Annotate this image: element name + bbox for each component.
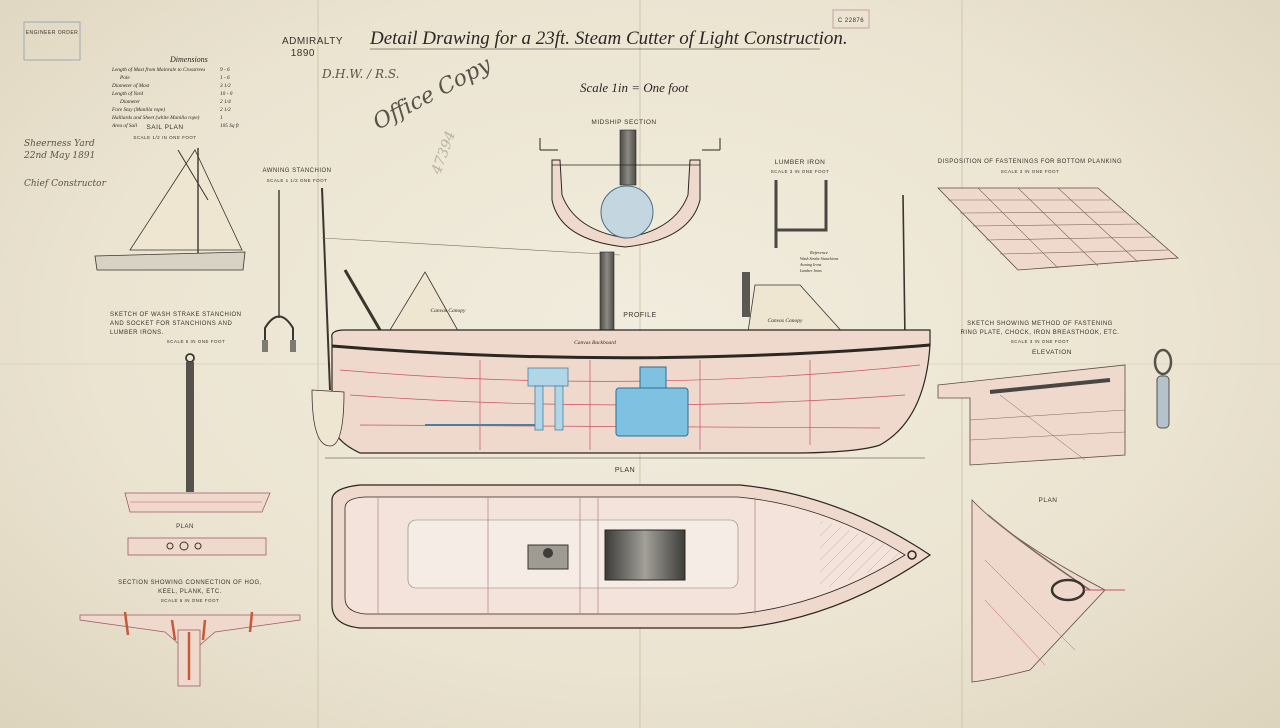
plan-view: PLAN [331,467,932,629]
dim-value: 2 1/4 [220,99,231,105]
svg-text:DISPOSITION OF FASTENINGS FOR: DISPOSITION OF FASTENINGS FOR BOTTOM PLA… [938,159,1122,165]
svg-text:ELEVATION: ELEVATION [1032,349,1072,356]
svg-text:SCALE 6 IN ONE FOOT: SCALE 6 IN ONE FOOT [167,339,226,344]
svg-text:SCALE 1/2 IN ONE FOOT: SCALE 1/2 IN ONE FOOT [133,135,196,140]
number-stamp: C 22876 [832,9,870,29]
svg-text:KEEL, PLANK, ETC.: KEEL, PLANK, ETC. [158,589,222,595]
lumber-iron: LUMBER IRON SCALE 3 IN ONE FOOT Referenc… [771,159,839,273]
dim-value: 10 - 0 [220,91,233,97]
svg-text:Awning Irons: Awning Irons [799,262,822,267]
svg-text:AND SOCKET FOR STANCHIONS AND: AND SOCKET FOR STANCHIONS AND [110,321,232,327]
svg-text:PLAN: PLAN [615,467,635,474]
signature-initials: D.H.W. / R.S. [321,67,399,81]
stamp-right-text: C 22876 [838,18,864,24]
svg-text:22nd May 1891: 22nd May 1891 [23,151,95,161]
main-scale: Scale 1in = One foot [580,80,689,95]
dim-label: Area of Sail [111,122,138,129]
fastenings-diagram: DISPOSITION OF FASTENINGS FOR BOTTOM PLA… [937,159,1179,271]
svg-text:PROFILE: PROFILE [623,312,656,319]
pencil-marginalia [1237,70,1250,74]
reference-note: Reference Wash Strake Stanchions Awning … [799,250,839,273]
dim-value: 1 [220,115,223,121]
midship-section: MIDSHIP SECTION [539,119,721,248]
dimensions-heading: Dimensions [169,55,208,64]
plan-right-breasthook: PLAN [971,497,1125,683]
svg-text:SKETCH SHOWING METHOD OF FASTE: SKETCH SHOWING METHOD OF FASTENING [967,321,1113,327]
svg-text:Lumber Irons: Lumber Irons [799,268,822,273]
svg-text:SCALE 1 1/2 ONE FOOT: SCALE 1 1/2 ONE FOOT [267,178,328,183]
svg-text:SCALE 3 IN ONE FOOT: SCALE 3 IN ONE FOOT [1001,169,1060,174]
svg-text:MIDSHIP SECTION: MIDSHIP SECTION [591,119,656,126]
dim-label: Fore Stay (Manilla rope) [111,106,165,113]
stamp-left-text: ENGINEER ORDER [26,30,79,36]
svg-text:Canvas Backboard: Canvas Backboard [574,340,616,346]
admiralty-label: ADMIRALTY [282,36,343,47]
svg-text:LUMBER IRONS.: LUMBER IRONS. [110,330,164,336]
dim-label: Length of Mast from Mainrale to Crosstre… [111,66,205,73]
svg-text:Canvas Canopy: Canvas Canopy [768,318,804,324]
dim-label: Diameter [119,99,141,105]
svg-text:PLAN: PLAN [176,524,194,530]
svg-text:Canvas Canopy: Canvas Canopy [431,308,467,314]
svg-text:SCALE 3 IN ONE FOOT: SCALE 3 IN ONE FOOT [1011,339,1070,344]
profile-view: PROFILE Canvas Canopy Canvas Canopy Canv… [311,187,931,459]
svg-text:Chief Constructor: Chief Constructor [24,179,107,189]
sail-plan: SAIL PLAN SCALE 1/2 IN ONE FOOT [94,124,246,271]
hog-section: SECTION SHOWING CONNECTION OF HOG, KEEL,… [79,580,301,687]
approval-note: Sheerness Yard 22nd May 1891 Chief Const… [23,139,107,189]
svg-text:Sheerness Yard: Sheerness Yard [24,139,95,149]
svg-text:SCALE 3 IN ONE FOOT: SCALE 3 IN ONE FOOT [771,169,830,174]
svg-text:PLAN: PLAN [1039,497,1058,504]
dim-label: Pole [119,75,130,81]
svg-text:SCALE 6 IN ONE FOOT: SCALE 6 IN ONE FOOT [161,598,220,603]
awning-stanchion: AWNING STANCHION SCALE 1 1/2 ONE FOOT [262,168,332,352]
dimensions-table: Dimensions Length of Mast from Mainrale … [111,55,239,129]
dim-value: 9 - 6 [220,67,230,73]
dim-value: 3 1/2 [220,83,231,89]
plan-small: PLAN [127,524,267,556]
dim-value: 105 Sq ft [220,122,239,129]
wash-strake-sketch: SKETCH OF WASH STRAKE STANCHION AND SOCK… [110,312,271,513]
office-copy-stamp: Office Copy [369,52,496,135]
svg-text:LUMBER IRON: LUMBER IRON [775,159,826,166]
svg-text:Wash Strake Stanchions: Wash Strake Stanchions [800,256,839,261]
registry-number: 47394 [428,129,459,177]
registry-stamp: ENGINEER ORDER [23,21,81,61]
svg-text:Reference: Reference [809,250,828,255]
dim-label: Diameter of Mast [111,82,150,89]
svg-text:SECTION SHOWING CONNECTION OF: SECTION SHOWING CONNECTION OF HOG, [118,580,262,586]
svg-text:RING PLATE, CHOCK, IRON BREAST: RING PLATE, CHOCK, IRON BREASTHOOK, ETC. [961,330,1120,336]
svg-text:SAIL PLAN: SAIL PLAN [146,124,183,131]
dim-value: 2 1/2 [220,107,231,113]
drawing-title: Detail Drawing for a 23ft. Steam Cutter … [369,28,848,49]
svg-text:SKETCH OF WASH STRAKE STANCHIO: SKETCH OF WASH STRAKE STANCHION [110,312,242,318]
ring-plate-sketch: SKETCH SHOWING METHOD OF FASTENING RING … [937,321,1173,466]
year-label: 1890 [291,48,315,59]
dim-value: 1 - 6 [220,75,230,81]
dim-label: Length of Yard [111,90,143,97]
svg-text:AWNING STANCHION: AWNING STANCHION [263,168,332,174]
dim-label: Halliards and Sheet (white Manilla rope) [111,114,200,121]
